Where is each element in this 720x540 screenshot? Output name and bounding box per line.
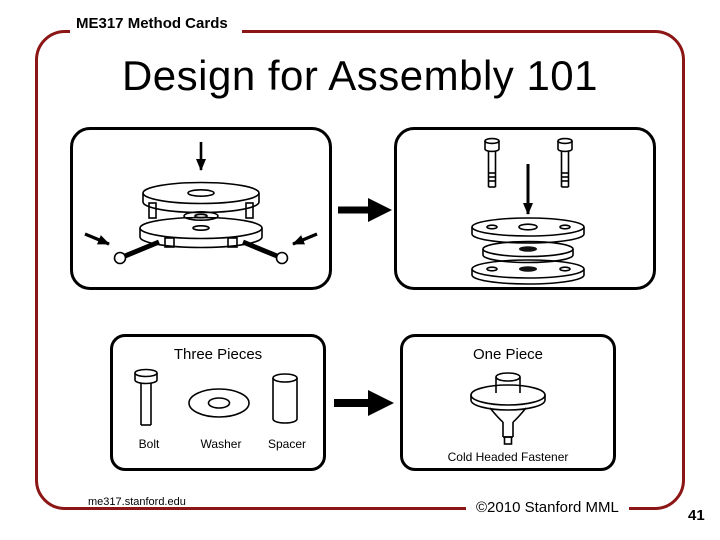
panel-three-pieces: Three Pieces <box>110 334 326 471</box>
washer-label: Washer <box>200 437 242 451</box>
three-pieces-title: Three Pieces <box>173 346 263 363</box>
footer-site: me317.stanford.edu <box>88 496 186 508</box>
bolt-label: Bolt <box>138 437 160 451</box>
page-title: Design for Assembly 101 <box>121 52 599 99</box>
bolt-left-drawing <box>484 137 500 188</box>
middle-washer-plate-drawing <box>482 240 574 264</box>
right-bolt-drawing <box>242 239 289 265</box>
left-insert-arrow-icon <box>84 232 110 246</box>
spacer-drawing <box>272 373 298 424</box>
right-arrow-icon-bottom <box>334 390 394 416</box>
right-arrow-icon <box>338 198 392 222</box>
three-pieces-drawing <box>134 368 298 426</box>
one-piece-title: One Piece <box>472 346 544 363</box>
washer-drawing <box>188 388 250 418</box>
right-clamp-drawing <box>245 202 254 219</box>
top-flange-drawing <box>471 217 585 244</box>
bolt-right-drawing <box>557 137 573 188</box>
panel-one-piece: One Piece Cold Headed Fastener <box>400 334 616 471</box>
top-disc-drawing <box>142 181 260 214</box>
footer-copyright: ©2010 Stanford MML <box>466 498 629 519</box>
spacer-label: Spacer <box>267 437 307 451</box>
right-insert-arrow-icon <box>292 232 318 246</box>
assembled-view-drawing <box>84 142 318 265</box>
left-clamp-drawing <box>148 202 157 219</box>
page-number: 41 <box>688 507 705 524</box>
header-label: ME317 Method Cards <box>70 12 242 37</box>
exploded-view-drawing <box>471 137 585 285</box>
slide-border-frame <box>35 30 685 510</box>
fastener-label: Cold Headed Fastener <box>447 450 569 464</box>
cold-headed-fastener-drawing <box>470 372 546 445</box>
panel-exploded-view <box>394 127 656 290</box>
bottom-flange-drawing <box>471 259 585 285</box>
bolt-drawing <box>134 368 158 426</box>
panel-assembled-view <box>70 127 332 290</box>
left-bolt-drawing <box>113 239 160 265</box>
bottom-disc-drawing <box>139 216 263 249</box>
